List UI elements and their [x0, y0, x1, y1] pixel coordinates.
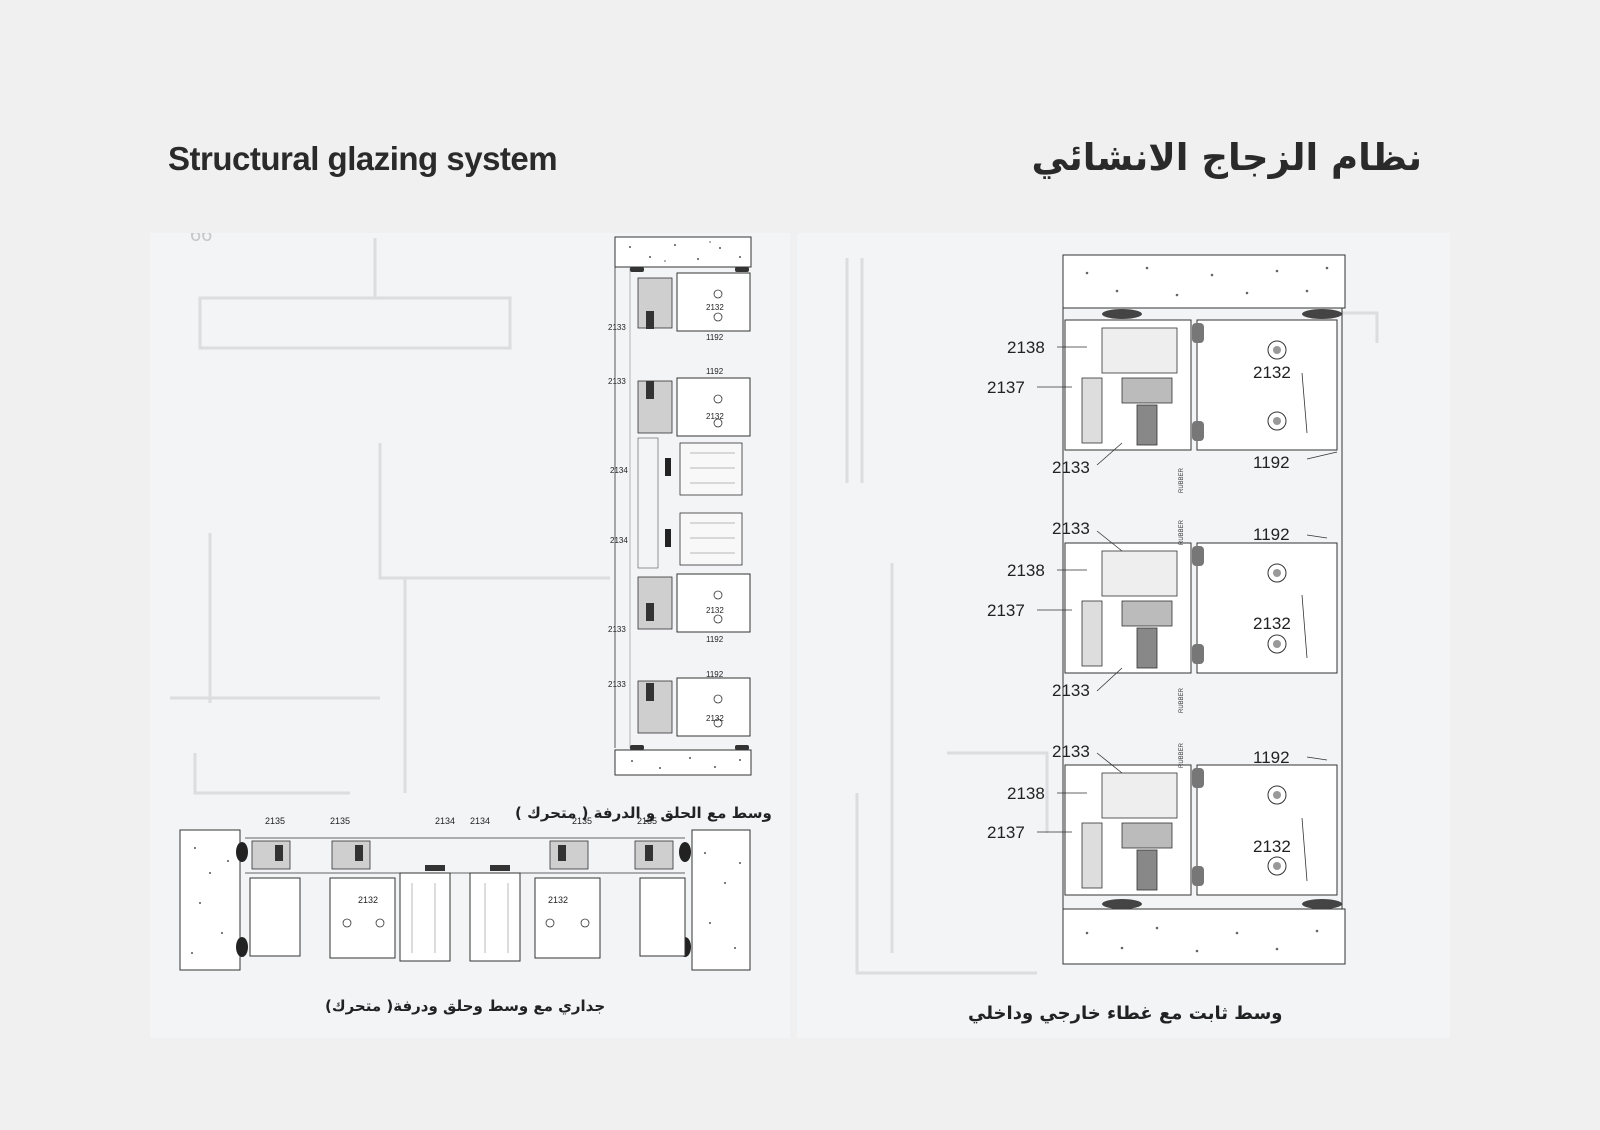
label-lh-2134a: 2134	[435, 816, 455, 826]
right-unit-2	[1064, 542, 1338, 674]
label-rv-2133b: 2133	[1052, 519, 1090, 538]
label-lh-2135a: 2135	[265, 816, 285, 826]
background-sketch	[845, 258, 1379, 975]
page-title-english: Structural glazing system	[168, 140, 558, 177]
bottom-concrete-slab	[614, 749, 752, 776]
label-lv-2133b: 2133	[608, 377, 626, 386]
label-rv-1192c: 1192	[1253, 748, 1290, 767]
caption-right-vertical: وسط ثابت مع غطاء خارجي وداخلي	[968, 1003, 1283, 1024]
label-rv-2132c: 2132	[1253, 837, 1291, 856]
label-lv-2132a: 2132	[706, 303, 724, 312]
label-lv-1192b: 1192	[706, 367, 724, 376]
label-lv-1192c: 1192	[706, 635, 724, 644]
label-rv-2132a: 2132	[1253, 363, 1291, 382]
label-lh-2134b: 2134	[470, 816, 490, 826]
label-rv-2133c: 2133	[1052, 681, 1090, 700]
page-title-arabic: نظام الزجاج الانشائي	[1031, 136, 1422, 179]
rubber-label-1: RUBBER	[1179, 467, 1185, 493]
left-wall-concrete	[179, 829, 241, 971]
label-lv-2132c: 2132	[706, 606, 724, 615]
concrete-speckle	[629, 241, 741, 262]
left-diagram-panel: 66	[150, 233, 790, 1038]
label-lv-2133c: 2133	[608, 625, 626, 634]
left-vertical-section	[614, 236, 752, 776]
label-lv-1192a: 1192	[706, 333, 724, 342]
caption-left-horizontal: جداري مع وسط وحلق ودرفة( متحرك)	[325, 997, 606, 1015]
left-horizontal-section	[179, 829, 751, 971]
label-lv-2132b: 2132	[706, 412, 724, 421]
bottom-concrete-slab	[1062, 908, 1346, 965]
rubber-label-4: RUBBER	[1179, 742, 1185, 768]
label-rv-1192b: 1192	[1253, 525, 1290, 544]
right-diagram-panel: RUBBER RUBBER RUBBER RUBBER 2138 2137 21…	[797, 233, 1450, 1038]
label-lh-2135d: 2135	[637, 816, 657, 826]
label-rv-2137b: 2137	[987, 601, 1025, 620]
label-lv-1192d: 1192	[706, 670, 724, 679]
background-mark: 66	[190, 233, 212, 246]
label-rv-2138b: 2138	[1007, 561, 1045, 580]
label-lh-2135b: 2135	[330, 816, 350, 826]
left-diagram-drawing: 66	[170, 233, 752, 971]
top-concrete-slab	[614, 236, 752, 268]
label-rv-2137a: 2137	[987, 378, 1025, 397]
label-lv-2132d: 2132	[706, 714, 724, 723]
rubber-label-3: RUBBER	[1179, 687, 1185, 713]
top-concrete-slab	[1062, 254, 1346, 309]
right-wall-concrete	[691, 829, 751, 971]
label-rv-2138c: 2138	[1007, 784, 1045, 803]
label-rv-2133a: 2133	[1052, 458, 1090, 477]
label-lv-2133d: 2133	[608, 680, 626, 689]
label-lh-2135c: 2135	[572, 816, 592, 826]
right-unit-3	[1064, 764, 1338, 896]
caption-left-vertical: وسط مع الحلق و الدرفة ( متحرك )	[515, 804, 772, 822]
label-lh-2132b: 2132	[548, 895, 568, 905]
label-rv-2137c: 2137	[987, 823, 1025, 842]
label-rv-2132b: 2132	[1253, 614, 1291, 633]
label-rv-2133d: 2133	[1052, 742, 1090, 761]
right-unit-1	[1064, 319, 1338, 451]
background-sketch	[170, 238, 610, 795]
rubber-label-2: RUBBER	[1179, 519, 1185, 545]
label-lv-2133a: 2133	[608, 323, 626, 332]
label-rv-1192a: 1192	[1253, 453, 1290, 472]
right-diagram-drawing: RUBBER RUBBER RUBBER RUBBER 2138 2137 21…	[845, 254, 1379, 975]
label-lv-2134b: 2134	[610, 536, 628, 545]
label-rv-2138a: 2138	[1007, 338, 1045, 357]
label-lh-2132a: 2132	[358, 895, 378, 905]
label-lv-2134a: 2134	[610, 466, 628, 475]
